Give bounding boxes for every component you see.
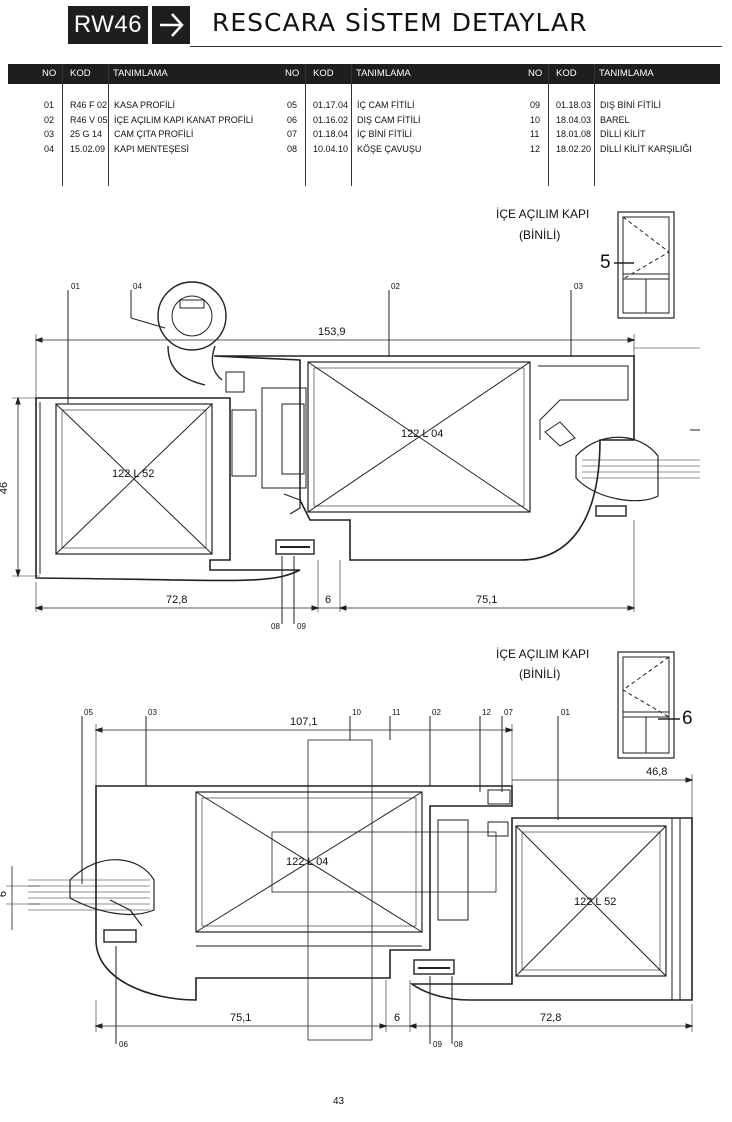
detail1-key-mark: 5 (600, 252, 611, 273)
callout-07: 07 (504, 708, 513, 717)
col-kod-3: KOD (556, 68, 577, 79)
dim-left-2: 75,1 (230, 1012, 252, 1024)
detail2-caption: İÇE AÇILIM KAPI (496, 647, 590, 661)
callout-08: 08 (271, 622, 280, 631)
profile-label-right-2: 122 L 52 (574, 896, 617, 908)
callout-09: 09 (433, 1040, 442, 1049)
dim-height-2: 6 (0, 891, 9, 897)
col-no-1: NO (42, 68, 57, 79)
callout-02: 02 (432, 708, 441, 717)
page-number: 43 (333, 1096, 345, 1107)
dim-left: 72,8 (166, 594, 188, 606)
col-kod-2: KOD (313, 68, 334, 79)
header-rule (190, 46, 722, 47)
profile-label-right: 122 L 04 (401, 428, 444, 440)
dim-right: 75,1 (476, 594, 498, 606)
col-tanim-1: TANIMLAMA (113, 68, 168, 79)
parts-table-header (8, 64, 720, 84)
callout-12: 12 (482, 708, 491, 717)
callout-08: 08 (454, 1040, 463, 1049)
profile-label-left-2: 122 L 04 (286, 856, 329, 868)
callout-10: 10 (352, 708, 361, 717)
col-no-2: NO (285, 68, 300, 79)
callout-05: 05 (84, 708, 93, 717)
callout-06: 06 (119, 1040, 128, 1049)
detail1-caption: İÇE AÇILIM KAPI (496, 207, 590, 221)
dim-right-2: 72,8 (540, 1012, 562, 1024)
dim-gap-2: 6 (394, 1012, 401, 1024)
col-tanim-3: TANIMLAMA (599, 68, 654, 79)
series-badge: RW46 (68, 6, 148, 44)
callout-03: 03 (574, 282, 583, 291)
page-title: RESCARA SİSTEM DETAYLAR (212, 8, 588, 37)
dim-width-2: 107,1 (290, 716, 318, 728)
detail1-caption-sub: (BİNİLİ) (519, 228, 561, 242)
detail2-key-mark: 6 (682, 708, 693, 729)
callout-01: 01 (561, 708, 570, 717)
callout-11: 11 (392, 708, 401, 717)
dim-width: 153,9 (318, 326, 346, 338)
col-no-3: NO (528, 68, 543, 79)
profile-label-left: 122 L 52 (112, 468, 155, 480)
callout-04: 04 (133, 282, 142, 291)
callout-02: 02 (391, 282, 400, 291)
arrow-right-icon (152, 6, 190, 44)
callout-03: 03 (148, 708, 157, 717)
detail2-caption-sub: (BİNİLİ) (519, 667, 561, 681)
col-tanim-2: TANIMLAMA (356, 68, 411, 79)
dim-right-top-2: 46,8 (646, 766, 668, 778)
dim-gap: 6 (325, 594, 332, 606)
section-drawing-1 (12, 211, 700, 624)
callout-01: 01 (71, 282, 80, 291)
col-kod-1: KOD (70, 68, 91, 79)
callout-09: 09 (297, 622, 306, 631)
